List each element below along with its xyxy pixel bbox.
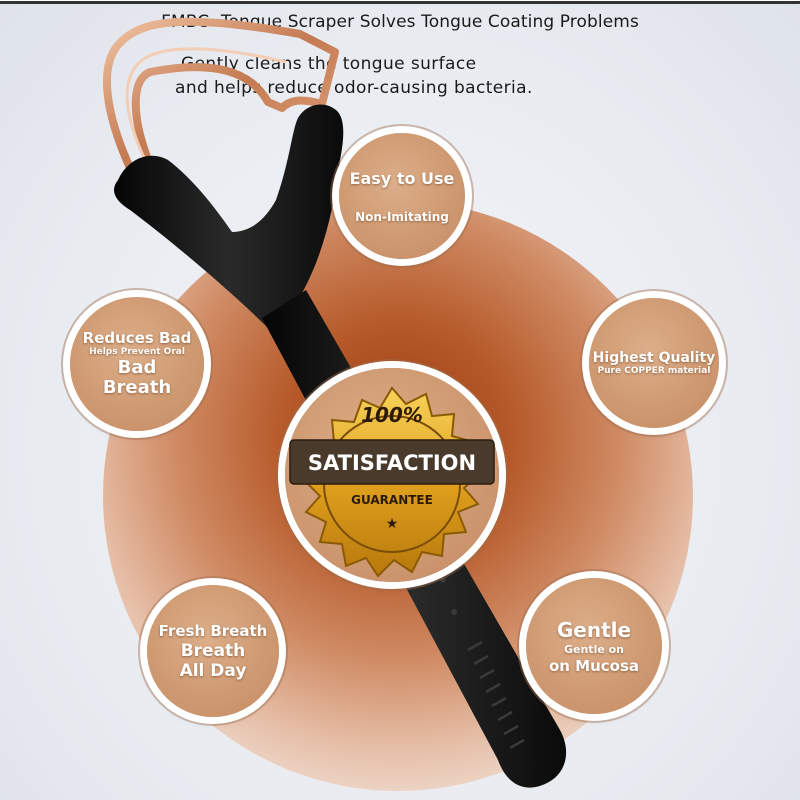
badge-bottom-text: GUARANTEE bbox=[351, 493, 433, 507]
feature-bad-big-2: Breath bbox=[102, 377, 172, 398]
feature-fresh-line-3: All Day bbox=[179, 661, 247, 681]
badge-star-icon: ★ bbox=[386, 516, 399, 532]
feature-gentle-sub-1: Gentle on bbox=[563, 643, 625, 656]
badge-main-text: SATISFACTION bbox=[308, 451, 476, 475]
top-frame-bar bbox=[0, 0, 800, 4]
feature-quality-sub: Pure COPPER material bbox=[597, 366, 711, 376]
feature-bad-big-1: Bad bbox=[117, 357, 157, 378]
satisfaction-guarantee-badge: 100% SATISFACTION GUARANTEE ★ bbox=[289, 386, 495, 578]
feature-bad-sub: Helps Prevent Oral bbox=[89, 347, 185, 357]
feature-gentle-sub-2: on Mucosa bbox=[548, 657, 640, 675]
feature-fresh-line-2: Breath bbox=[180, 641, 246, 661]
feature-bad-breath: Reduces Bad Helps Prevent Oral Bad Breat… bbox=[70, 297, 204, 431]
feature-fresh-breath: Fresh Breath Breath All Day bbox=[147, 585, 279, 717]
feature-fresh-line-1: Fresh Breath bbox=[158, 622, 268, 640]
feature-gentle: Gentle Gentle on on Mucosa bbox=[526, 578, 662, 714]
badge-ribbon bbox=[289, 439, 495, 485]
badge-top-text: 100% bbox=[361, 403, 423, 427]
feature-easy-sub: Non-Imitating bbox=[355, 209, 449, 224]
feature-easy-to-use: Easy to Use Non-Imitating bbox=[339, 133, 465, 259]
feature-easy-title: Easy to Use bbox=[349, 168, 455, 188]
feature-quality-title: Highest Quality bbox=[592, 350, 716, 366]
feature-highest-quality: Highest Quality Pure COPPER material bbox=[589, 298, 719, 428]
feature-bad-title: Reduces Bad bbox=[82, 329, 192, 347]
feature-gentle-title: Gentle bbox=[556, 618, 632, 642]
